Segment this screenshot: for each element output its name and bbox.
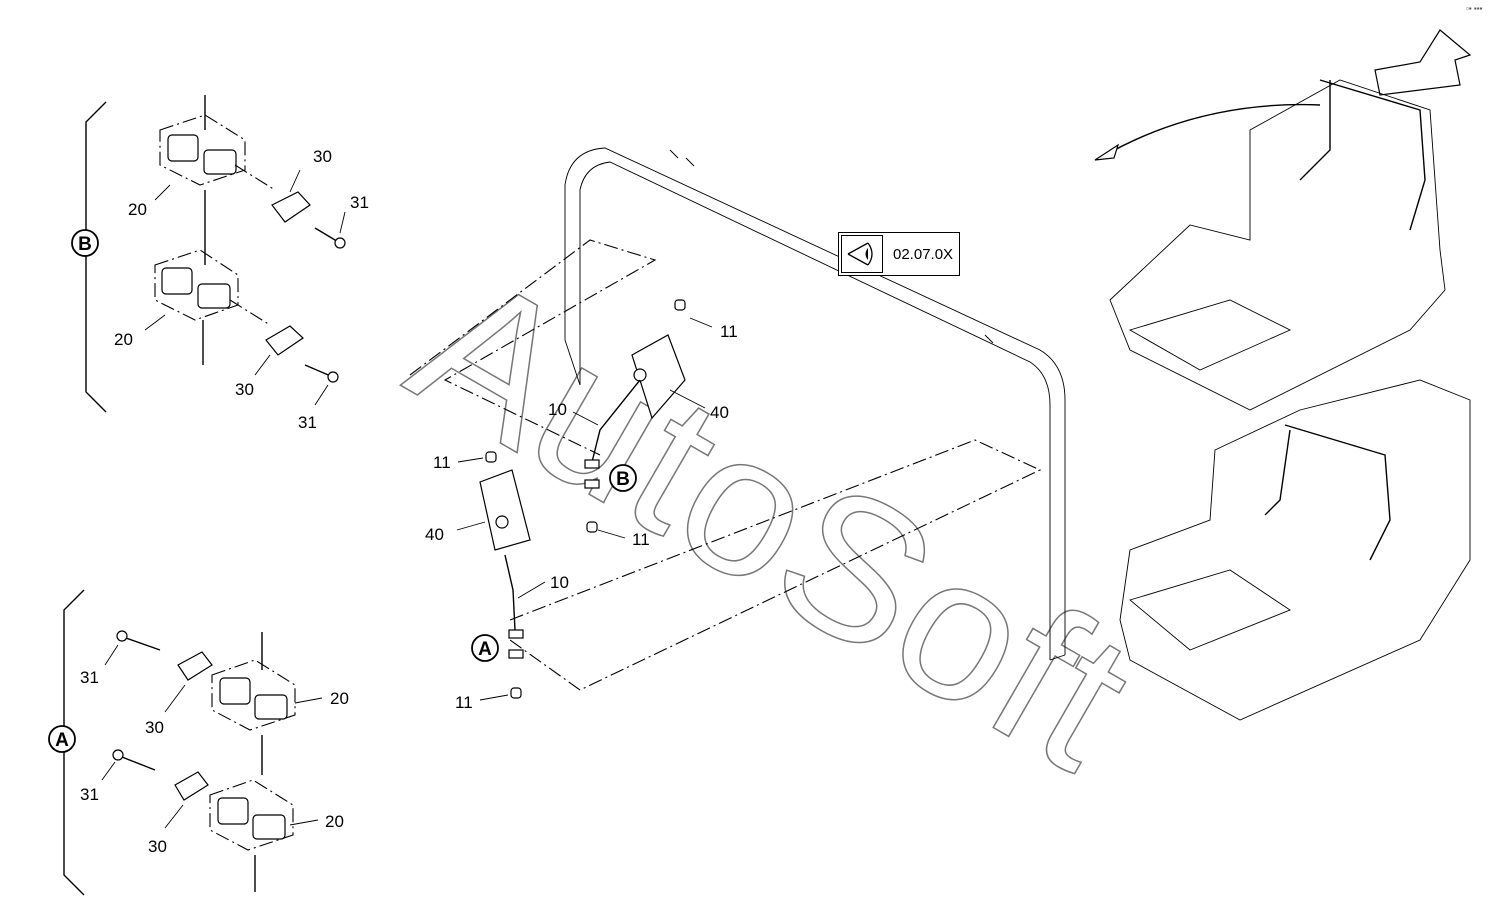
view-reference-box[interactable]: 02.07.0X bbox=[838, 232, 960, 276]
svg-text:A: A bbox=[478, 639, 492, 660]
corner-mark: ▫▪ ▪▪▪ bbox=[1466, 4, 1483, 13]
detail-b-marker: B bbox=[71, 229, 99, 257]
eye-view-icon bbox=[841, 235, 883, 273]
detail-a-marker: A bbox=[48, 725, 76, 753]
paver-machine-bottom bbox=[1119, 379, 1471, 721]
svg-text:B: B bbox=[78, 234, 92, 255]
roof-frame bbox=[409, 147, 1066, 691]
clamp-assembly-b-bottom bbox=[154, 249, 339, 383]
svg-text:A: A bbox=[55, 730, 69, 751]
lamp-assembly-b: B bbox=[584, 299, 686, 533]
detail-b-bracket bbox=[85, 101, 107, 413]
reference-code: 02.07.0X bbox=[893, 245, 954, 263]
clamp-assembly-a-top bbox=[116, 630, 296, 775]
lamp-assembly-a: A bbox=[471, 451, 531, 699]
clamp-assembly-b-top bbox=[159, 95, 346, 265]
clamp-assembly-a-bottom bbox=[112, 749, 294, 892]
paver-machine-top bbox=[1094, 29, 1472, 411]
svg-text:B: B bbox=[616, 469, 630, 490]
